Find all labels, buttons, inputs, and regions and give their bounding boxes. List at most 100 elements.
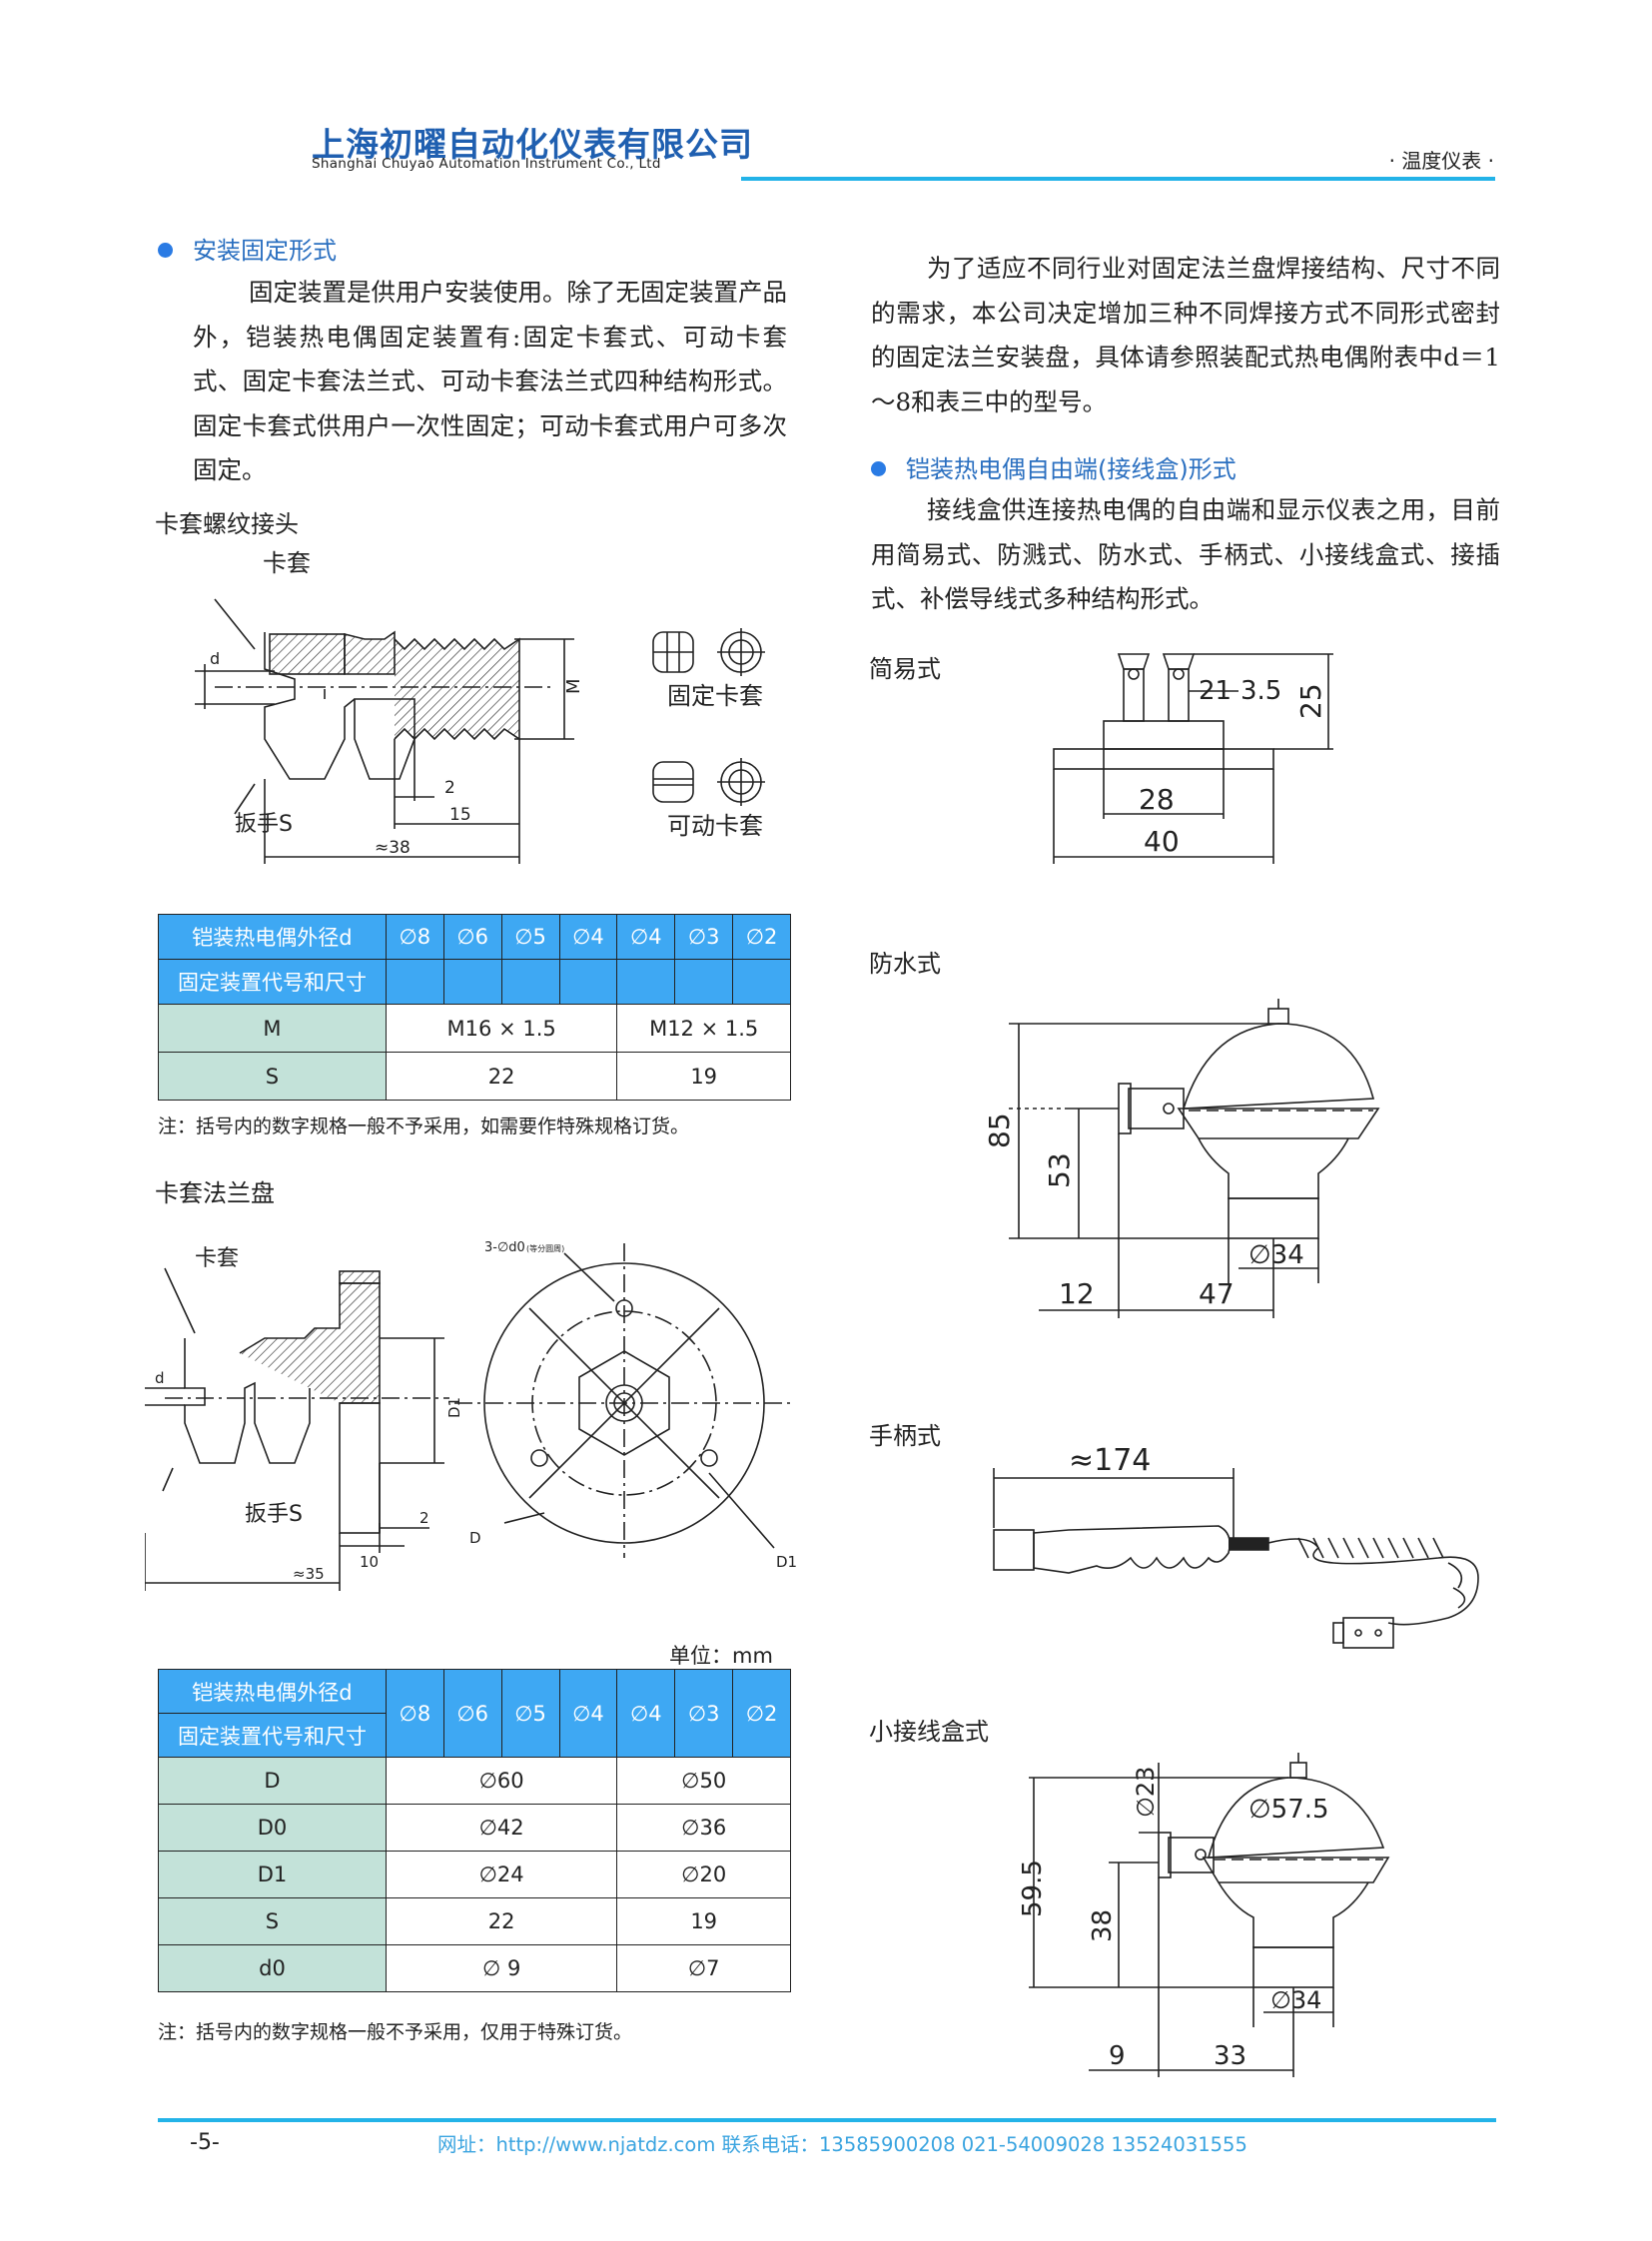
dim-174: ≈174 (1069, 1443, 1151, 1478)
label-D1: D1 (445, 1397, 463, 1418)
label-holes: 3-∅d0 (484, 1240, 525, 1255)
dim-38: 38 (1088, 1909, 1118, 1942)
thread-fitting-drawing: 卡套 d M 扳手S 2 15 ≈38 (195, 549, 584, 864)
figure-title-thread-fitting: 卡套螺纹接头 (155, 510, 299, 538)
row-label: D (158, 1757, 387, 1805)
table-cell: 22 (385, 1052, 618, 1101)
dim-35: ≈35 (293, 1565, 325, 1583)
table-row: D ∅60 ∅50 (158, 1757, 791, 1805)
table-cell: 19 (616, 1897, 791, 1945)
diameter-cell: ∅5 (500, 1669, 560, 1758)
table-row: S 22 19 (158, 1052, 791, 1101)
dim-2b: 2 (419, 1509, 429, 1527)
table-cell: ∅42 (385, 1804, 618, 1852)
dim-47: 47 (1199, 1277, 1235, 1310)
diameter-cell: ∅3 (674, 914, 734, 960)
dim-phi34: ∅34 (1248, 1240, 1304, 1270)
small-box-drawing: ∅23 ∅57.5 59.5 38 ∅34 9 33 (1018, 1753, 1390, 2077)
row-label: d0 (158, 1944, 387, 1992)
table-cell: 22 (385, 1897, 618, 1945)
header-category: · 温度仪表 · (1388, 149, 1494, 173)
figure-title-flange: 卡套法兰盘 (155, 1179, 275, 1207)
table-cell: M16 × 1.5 (385, 1004, 618, 1053)
table-row: M M16 × 1.5 M12 × 1.5 (158, 1004, 791, 1053)
section-heading-terminal-box: 铠装热电偶自由端(接线盒)形式 (871, 449, 1237, 484)
header-cell: 铠装热电偶外径d (158, 1669, 387, 1714)
flange-drawing: 卡套 d D1 扳手S 2 10 ≈35 3-∅d0 (等分圆周) D D1 (145, 1240, 797, 1591)
table-row: S 22 19 (158, 1897, 791, 1945)
dim-phi34-b: ∅34 (1270, 1986, 1321, 2014)
footer-contact: 网址：http://www.njatdz.com 联系电话：1358590020… (437, 2133, 1247, 2156)
unit-label: 单位：mm (669, 1644, 773, 1668)
diameter-cell: ∅4 (616, 1669, 676, 1758)
dim-40: 40 (1144, 825, 1180, 858)
dim-3-5: 3.5 (1240, 676, 1281, 706)
dim-33: 33 (1214, 2041, 1246, 2071)
table-thread-fitting: 铠装热电偶外径d ∅8 ∅6 ∅5 ∅4 ∅4 ∅3 ∅2 固定装置代号和尺寸 … (158, 914, 791, 1101)
table-cell: ∅50 (616, 1757, 791, 1805)
diameter-cell: ∅2 (732, 1669, 791, 1758)
table-row: d0 ∅ 9 ∅7 (158, 1944, 791, 1992)
diameter-cell: ∅5 (500, 914, 560, 960)
label-d: d (210, 649, 220, 668)
dim-85: 85 (983, 1113, 1016, 1148)
table-row: 铠装热电偶外径d ∅8 ∅6 ∅5 ∅4 ∅4 ∅3 ∅2 (158, 914, 791, 960)
table-cell: ∅20 (616, 1851, 791, 1898)
label-D1-right: D1 (776, 1553, 797, 1571)
table-row: 铠装热电偶外径d ∅8 ∅6 ∅5 ∅4 ∅4 ∅3 ∅2 (158, 1669, 791, 1758)
row-label: S (158, 1897, 387, 1945)
simple-type-drawing: 28 40 21 3.5 25 (1053, 653, 1333, 864)
diameter-cell: ∅4 (616, 914, 676, 960)
label-ferrule-2: 卡套 (195, 1246, 239, 1271)
table-cell: M12 × 1.5 (616, 1004, 791, 1053)
label-d-2: d (155, 1369, 165, 1387)
row-label: S (158, 1052, 387, 1101)
label-fixed-ferrule: 固定卡套 (667, 682, 763, 710)
header-cell: 固定装置代号和尺寸 (158, 959, 387, 1005)
table-cell: 19 (616, 1052, 791, 1101)
dim-phi57-5: ∅57.5 (1248, 1795, 1329, 1825)
table-row: D1 ∅24 ∅20 (158, 1851, 791, 1898)
table-cell: ∅7 (616, 1944, 791, 1992)
header-rule (741, 177, 1495, 181)
figure-title-handle: 手柄式 (869, 1422, 941, 1450)
label-movable-ferrule: 可动卡套 (667, 812, 763, 840)
table-cell: ∅60 (385, 1757, 618, 1805)
company-name-en: Shanghai Chuyao Automation Instrument Co… (312, 156, 661, 172)
dim-10: 10 (360, 1553, 379, 1571)
dim-59-5: 59.5 (1018, 1860, 1048, 1917)
dim-2: 2 (444, 778, 455, 798)
header-cell: 固定装置代号和尺寸 (158, 1713, 387, 1758)
mounting-paragraph: 固定装置是供用户安装使用。除了无固定装置产品外，铠装热电偶固定装置有:固定卡套式… (193, 278, 787, 484)
waterproof-type-drawing: 85 53 ∅34 12 47 (983, 999, 1380, 1318)
bullet-icon (158, 242, 173, 258)
diameter-cell: ∅8 (385, 1669, 444, 1758)
page-number: -5- (190, 2130, 220, 2155)
dim-38: ≈38 (375, 838, 411, 858)
figure-title-waterproof: 防水式 (869, 950, 941, 978)
footer-rule (158, 2118, 1496, 2122)
table-cell: ∅24 (385, 1851, 618, 1898)
label-wrench-s: 扳手S (235, 812, 293, 837)
label-M: M (563, 678, 584, 694)
dim-12: 12 (1059, 1277, 1095, 1310)
handle-type-drawing: ≈174 (993, 1443, 1479, 1649)
table1-note: 注：括号内的数字规格一般不予采用，如需要作特殊规格订货。 (158, 1116, 690, 1137)
table-row: D0 ∅42 ∅36 (158, 1804, 791, 1852)
dim-53: 53 (1043, 1152, 1076, 1188)
terminal-box-paragraph: 接线盒供连接热电偶的自由端和显示仪表之用，目前用简易式、防溅式、防水式、手柄式、… (871, 495, 1500, 613)
row-label: M (158, 1004, 387, 1053)
figure-title-small-box: 小接线盒式 (869, 1718, 989, 1746)
table-row: 固定装置代号和尺寸 (158, 959, 791, 1005)
label-holes-small: (等分圆周) (526, 1243, 564, 1253)
table-row: 固定装置代号和尺寸 (158, 1713, 791, 1758)
row-label: D0 (158, 1804, 387, 1852)
table-flange: 铠装热电偶外径d ∅8 ∅6 ∅5 ∅4 ∅4 ∅3 ∅2 固定装置代号和尺寸 … (158, 1669, 791, 1992)
figure-title-simple: 简易式 (869, 655, 941, 683)
diameter-cell: ∅8 (385, 914, 444, 960)
diameter-cell: ∅4 (558, 914, 618, 960)
row-label: D1 (158, 1851, 387, 1898)
table-cell: ∅36 (616, 1804, 791, 1852)
dim-25: 25 (1294, 683, 1327, 719)
diameter-cell: ∅3 (674, 1669, 734, 1758)
